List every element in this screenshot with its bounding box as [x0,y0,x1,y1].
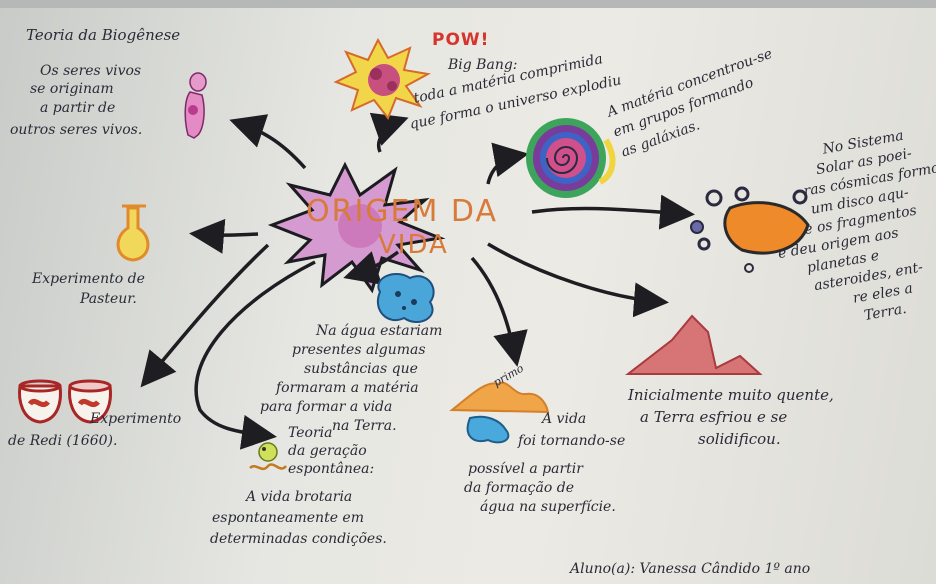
arrow-biogenese [236,122,305,168]
agua-text-1: Na água estariam [316,322,442,341]
arrow-redi [145,245,268,382]
pasteur-flask [118,206,148,260]
abiogenese-title-1: Teoria [288,424,332,443]
vida-agua-text-1: A vida [542,410,586,429]
spontaneous-creature [250,443,286,469]
bigbang-explosion [336,40,428,118]
agua-text-6: na Terra. [332,417,397,436]
agua-text-3: substâncias que [304,360,418,379]
abiogenese-text-3: determinadas condições. [210,530,387,549]
arrow-vida-agua [472,258,516,360]
terra-text-2: a Terra esfriou e se [640,408,787,427]
biogenese-text-3: a partir de [40,99,115,118]
galaxy-drawing [526,118,613,198]
terra-text-3: solidificou. [698,430,781,449]
pasteur-text-2: Pasteur. [80,290,137,309]
central-title: ORIGEM DA VIDA [300,194,530,264]
abiogenese-text-2: espontaneamente em [212,509,364,528]
abiogenese-title-3: espontânea: [288,460,374,479]
arrow-bigbang [379,120,402,152]
pow-label: POW! [432,30,489,50]
pasteur-text-1: Experimento de [32,270,145,289]
vida-agua-text-4: da formação de [464,479,574,498]
biogenese-title: Teoria da Biogênese [26,26,180,45]
central-title-line2: VIDA [378,230,449,260]
vida-agua-text-3: possível a partir [468,460,583,479]
agua-text-2: presentes algumas [292,341,426,360]
redi-text-2: de Redi (1660). [8,432,117,451]
arrow-galaxias [488,155,522,184]
arrow-sistema-solar [532,208,688,214]
biogenese-text-2: se originam [30,80,114,99]
abiogenese-text-1: A vida brotaria [246,488,352,507]
redi-text-1: Experimento [90,410,181,429]
abiogenese-title-2: da geração [288,442,367,461]
vida-agua-text-2: foi tornando-se [518,432,625,451]
student-name: Aluno(a): Vanessa Cândido 1º ano [570,560,810,579]
biogenese-text-4: outros seres vivos. [10,121,142,140]
central-title-line1: ORIGEM DA [306,194,498,229]
vida-agua-text-5: água na superfície. [480,498,616,517]
terra-mountain [628,316,760,374]
person-figure [185,73,206,138]
biogenese-text-1: Os seres vivos [40,62,141,81]
terra-text-1: Inicialmente muito quente, [628,386,834,405]
agua-text-5: para formar a vida [260,398,392,417]
microbe-blob [378,274,434,322]
arrow-pasteur [196,234,258,235]
agua-text-4: formaram a matéria [276,379,419,398]
